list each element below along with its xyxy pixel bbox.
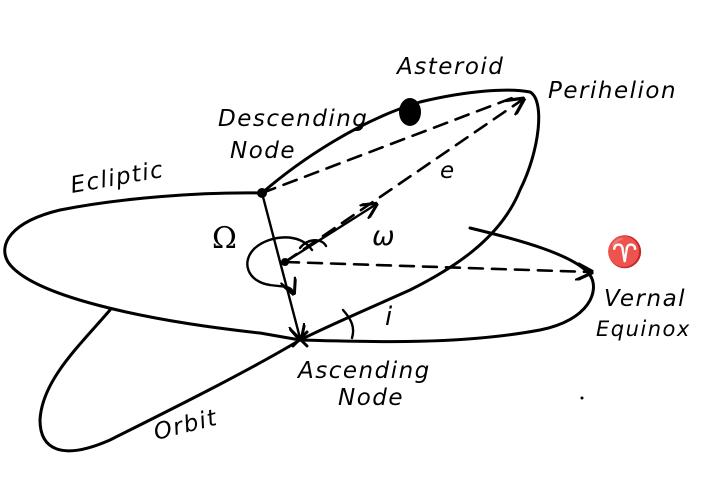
argument-periapsis-line <box>283 205 375 264</box>
vernal-direction-line <box>283 260 590 272</box>
ecliptic-label: Ecliptic <box>69 157 167 199</box>
orbit-label: Orbit <box>151 405 220 446</box>
asteroid-body <box>399 98 421 126</box>
ascending-node-label-line2: Node <box>338 385 404 411</box>
inclination-label: i <box>385 302 394 332</box>
vernal-label-line1: Vernal <box>604 286 686 312</box>
descending-node-label-line2: Node <box>230 138 296 164</box>
focus-center-dot <box>281 258 289 266</box>
inclination-arc <box>341 308 355 340</box>
descending-to-perihelion-dash <box>260 93 522 195</box>
ascending-node-label-line1: Ascending <box>296 358 431 384</box>
eccentricity-vector <box>283 100 522 264</box>
vernal-equinox-symbol: ♈ <box>606 234 643 270</box>
vernal-label-line2: Equinox <box>596 317 691 341</box>
ascending-node-longitude-arc <box>246 236 314 292</box>
e-vector-label: e <box>440 158 456 184</box>
omega-upper-label: Ω <box>212 221 237 256</box>
perihelion-label: Perihelion <box>548 78 677 104</box>
descending-node-label-line1: Descending <box>218 106 368 132</box>
stray-mark <box>580 396 584 400</box>
orbit-plane <box>38 88 541 453</box>
argument-periapsis-arc <box>298 239 328 250</box>
omega-lower-label: ω <box>372 221 396 252</box>
asteroid-label: Asteroid <box>395 54 504 80</box>
ascending-node-mark <box>291 330 309 348</box>
line-of-nodes <box>260 191 300 338</box>
